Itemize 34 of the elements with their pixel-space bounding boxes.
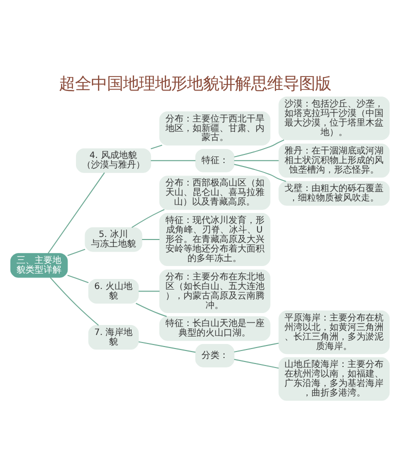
connector: [150, 160, 196, 162]
node-box: 分布：主要位于西北干旱地区，如新疆、甘肃、内蒙古。: [159, 111, 270, 146]
node-box: 5. 冰川与冻土地貌: [84, 227, 142, 252]
diagram-title: 超全中国地理地形地貌讲解思维导图版: [58, 74, 331, 94]
node-box: 7. 海岸地貌: [88, 325, 139, 350]
connector: [150, 144, 163, 150]
connector: [48, 172, 105, 254]
node-box: 特征：长白山天池是一座典型的火山口湖。: [159, 316, 270, 341]
node-box: 雅丹：在干涸湖底或河湖相土状沉积物上形成的风蚀垄槽沟，形态怪异。: [278, 144, 390, 178]
connector: [135, 302, 168, 317]
node-box: 分类：: [195, 344, 234, 368]
node-box: 4. 风成地貌（沙漠与雅丹）: [76, 148, 152, 173]
connector: [142, 239, 160, 240]
node-box: 戈壁：由粗大的砾石覆盖，细粒物质被风吹走。: [278, 181, 390, 206]
connector: [138, 290, 160, 292]
connector: [234, 164, 286, 182]
connector: [138, 341, 196, 353]
connector: [67, 248, 86, 256]
node-box: 山地丘陵海岸：主要分布在杭州湾以南，如福建、广东沿海，多为基岩海岸，曲折多港湾。: [278, 357, 390, 401]
node-box: 沙漠：包括沙丘、沙垄，如塔克拉玛干沙漠（中国最大沙漠，位于塔里木盆地）。: [278, 96, 390, 140]
connector: [234, 160, 280, 162]
node-box: 特征：现代冰川发育，形成角峰、刃脊、冰斗、U形谷。在青藏高原及大兴安岭等地还分布着大面积的多年冻土。: [159, 213, 270, 266]
node-box: 平原海岸：主要分布在杭州湾以北，如黄河三角洲、长江三角洲，多为淤泥质海岸。: [278, 310, 390, 354]
connector: [67, 274, 89, 284]
connector: [234, 358, 280, 369]
node-box: 分布：西部极高山区（如天山、昆仑山、喜马拉雅山）以及青藏高原。: [159, 176, 270, 210]
connector: [131, 209, 165, 228]
node-box: 特征：: [195, 148, 234, 172]
node-box: 6. 火山地貌: [88, 278, 139, 304]
node-box: 三、主要地貌类型详解: [10, 253, 68, 278]
node-box: 分布：主要分布在东北地区（如长白山、五大连池），内蒙古高原及云南腾冲。: [159, 270, 270, 314]
connector: [234, 139, 285, 158]
connector: [234, 342, 280, 352]
connector: [50, 277, 99, 326]
